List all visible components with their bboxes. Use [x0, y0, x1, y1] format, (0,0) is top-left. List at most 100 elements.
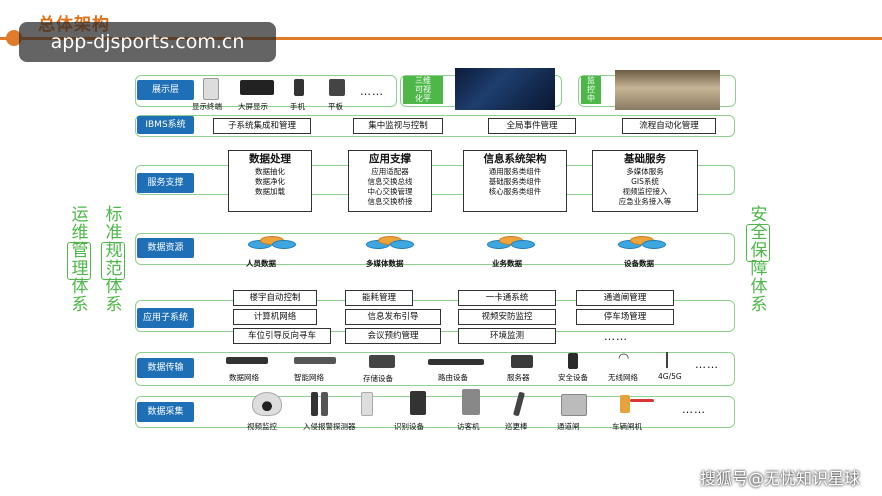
ibms-item: 集中监视与控制: [353, 118, 443, 134]
disk-icon: [390, 240, 414, 249]
service-line: 应用适配器: [371, 167, 409, 176]
app-item: 能耗管理: [345, 290, 413, 306]
camera-icon: [252, 392, 282, 416]
ops-box: [67, 242, 91, 280]
app-item: 会议预约管理: [345, 328, 441, 344]
collect-item: 通道闸: [557, 422, 580, 431]
sec-box: [746, 224, 770, 262]
detector-icon: [311, 392, 318, 416]
app-item: 通道闸管理: [576, 290, 674, 306]
router-icon: [428, 359, 484, 365]
service-box-title: 应用支撑: [369, 153, 411, 165]
disk-icon: [642, 240, 666, 249]
std-char: 规: [105, 241, 123, 261]
viz-a-line: 三维: [415, 76, 431, 85]
service-line: 通用服务类组件: [488, 167, 542, 176]
display-item: 平板: [328, 102, 343, 111]
app-layer-label: 应用子系统: [137, 308, 194, 328]
collect-item: 巡更棒: [505, 422, 528, 431]
collect-item: 识别设备: [394, 422, 424, 431]
display-layer-label: 展示层: [137, 80, 194, 100]
service-line: 核心服务类组件: [488, 187, 542, 196]
app-item: 楼宇自动控制: [233, 290, 317, 306]
service-line: 信息交换总线: [367, 177, 413, 186]
service-line: 多媒体服务: [626, 167, 664, 176]
app-item: 一卡通系统: [458, 290, 556, 306]
collect-item: 视频监控: [247, 422, 277, 431]
service-line: 视频监控接入: [622, 187, 668, 196]
viz-b-line: 中: [587, 94, 595, 103]
transport-layer-label: 数据传输: [137, 358, 194, 378]
collect-ellipsis: ……: [682, 403, 706, 416]
wifi-icon: ◠: [618, 351, 630, 366]
sec-char: 障: [750, 259, 768, 279]
app-ellipsis: ……: [604, 330, 628, 343]
antenna-icon: [666, 352, 680, 368]
transport-layer-row: [135, 352, 735, 386]
service-line: 基础服务类组件: [488, 177, 542, 186]
turnstile-icon: [561, 394, 587, 416]
header-divider: [0, 37, 882, 40]
ops-char: 维: [71, 223, 89, 243]
app-item: 计算机网络: [233, 309, 317, 325]
std-char: 准: [105, 223, 123, 243]
phone-icon: [294, 79, 304, 96]
display-terminal-icon: [203, 78, 219, 100]
std-char: 体: [105, 277, 123, 297]
viz-a-line: 化平: [415, 94, 431, 103]
transport-item: 智能网络: [294, 373, 324, 382]
display-item: 大屏显示: [238, 102, 268, 111]
barrier-gate-icon: [620, 395, 630, 413]
viz-b-line: 监: [587, 76, 595, 85]
service-box-info-arch: 信息系统架构 通用服务类组件 基础服务类组件 核心服务类组件: [463, 150, 567, 212]
viz-a-line: 可视: [415, 85, 431, 94]
service-box-basic: 基础服务 多媒体服务 GIS系统 视频监控接入 应急业务接入等: [592, 150, 698, 212]
service-box-data-processing: 数据处理 数据抽化 数据净化 数据加载: [228, 150, 312, 212]
service-line: 数据抽化: [255, 167, 285, 176]
std-char: 系: [105, 295, 123, 315]
data-item: 设备数据: [624, 259, 654, 268]
transport-ellipsis: ……: [695, 358, 719, 371]
smart-switch-icon: [294, 357, 336, 364]
app-item: 车位引导反向寻车: [233, 328, 331, 344]
sec-char: 全: [750, 223, 768, 243]
viz-b-label: 监 控 中: [581, 76, 601, 104]
service-line: 应急业务接入等: [618, 197, 672, 206]
ibms-layer-label: IBMS系统: [137, 116, 194, 134]
service-line: 信息交换桥接: [367, 197, 413, 206]
sec-char: 保: [750, 241, 768, 261]
std-char: 标: [105, 205, 123, 225]
service-line: 中心交换管理: [367, 187, 413, 196]
service-box-title: 数据处理: [249, 153, 291, 165]
std-char: 范: [105, 259, 123, 279]
ops-char: 管: [71, 241, 89, 261]
storage-icon: [369, 355, 395, 368]
disk-icon: [511, 240, 535, 249]
ops-char: 系: [71, 295, 89, 315]
network-switch-icon: [226, 357, 268, 364]
source-credit: 搜狐号@无忧知识星球: [699, 469, 860, 488]
std-box: [101, 242, 125, 280]
viz-b-line: 控: [587, 85, 595, 94]
ops-char: 运: [71, 205, 89, 225]
transport-item: 安全设备: [558, 373, 588, 382]
server-icon: [511, 355, 533, 368]
transport-item: 无线网络: [608, 373, 638, 382]
display-ellipsis: ……: [360, 85, 384, 98]
viz-a-label: 三维 可视 化平: [403, 76, 443, 104]
security-device-icon: [568, 353, 578, 369]
detector-icon: [321, 392, 328, 416]
big-screen-icon: [240, 80, 274, 95]
disk-icon: [272, 240, 296, 249]
header-bullet-icon: [6, 30, 22, 46]
service-box-title: 信息系统架构: [483, 153, 547, 165]
visitor-kiosk-icon: [462, 389, 480, 415]
sensor-icon: [361, 392, 373, 416]
app-item: 环境监测: [458, 328, 556, 344]
ibms-item: 子系统集成和管理: [213, 118, 311, 134]
collect-item: 车辆闸机: [612, 422, 642, 431]
service-line: 数据净化: [255, 177, 285, 186]
transport-item: 数据网络: [229, 373, 259, 382]
display-item: 显示终端: [192, 102, 222, 111]
service-box-app-support: 应用支撑 应用适配器 信息交换总线 中心交换管理 信息交换桥接: [348, 150, 432, 212]
